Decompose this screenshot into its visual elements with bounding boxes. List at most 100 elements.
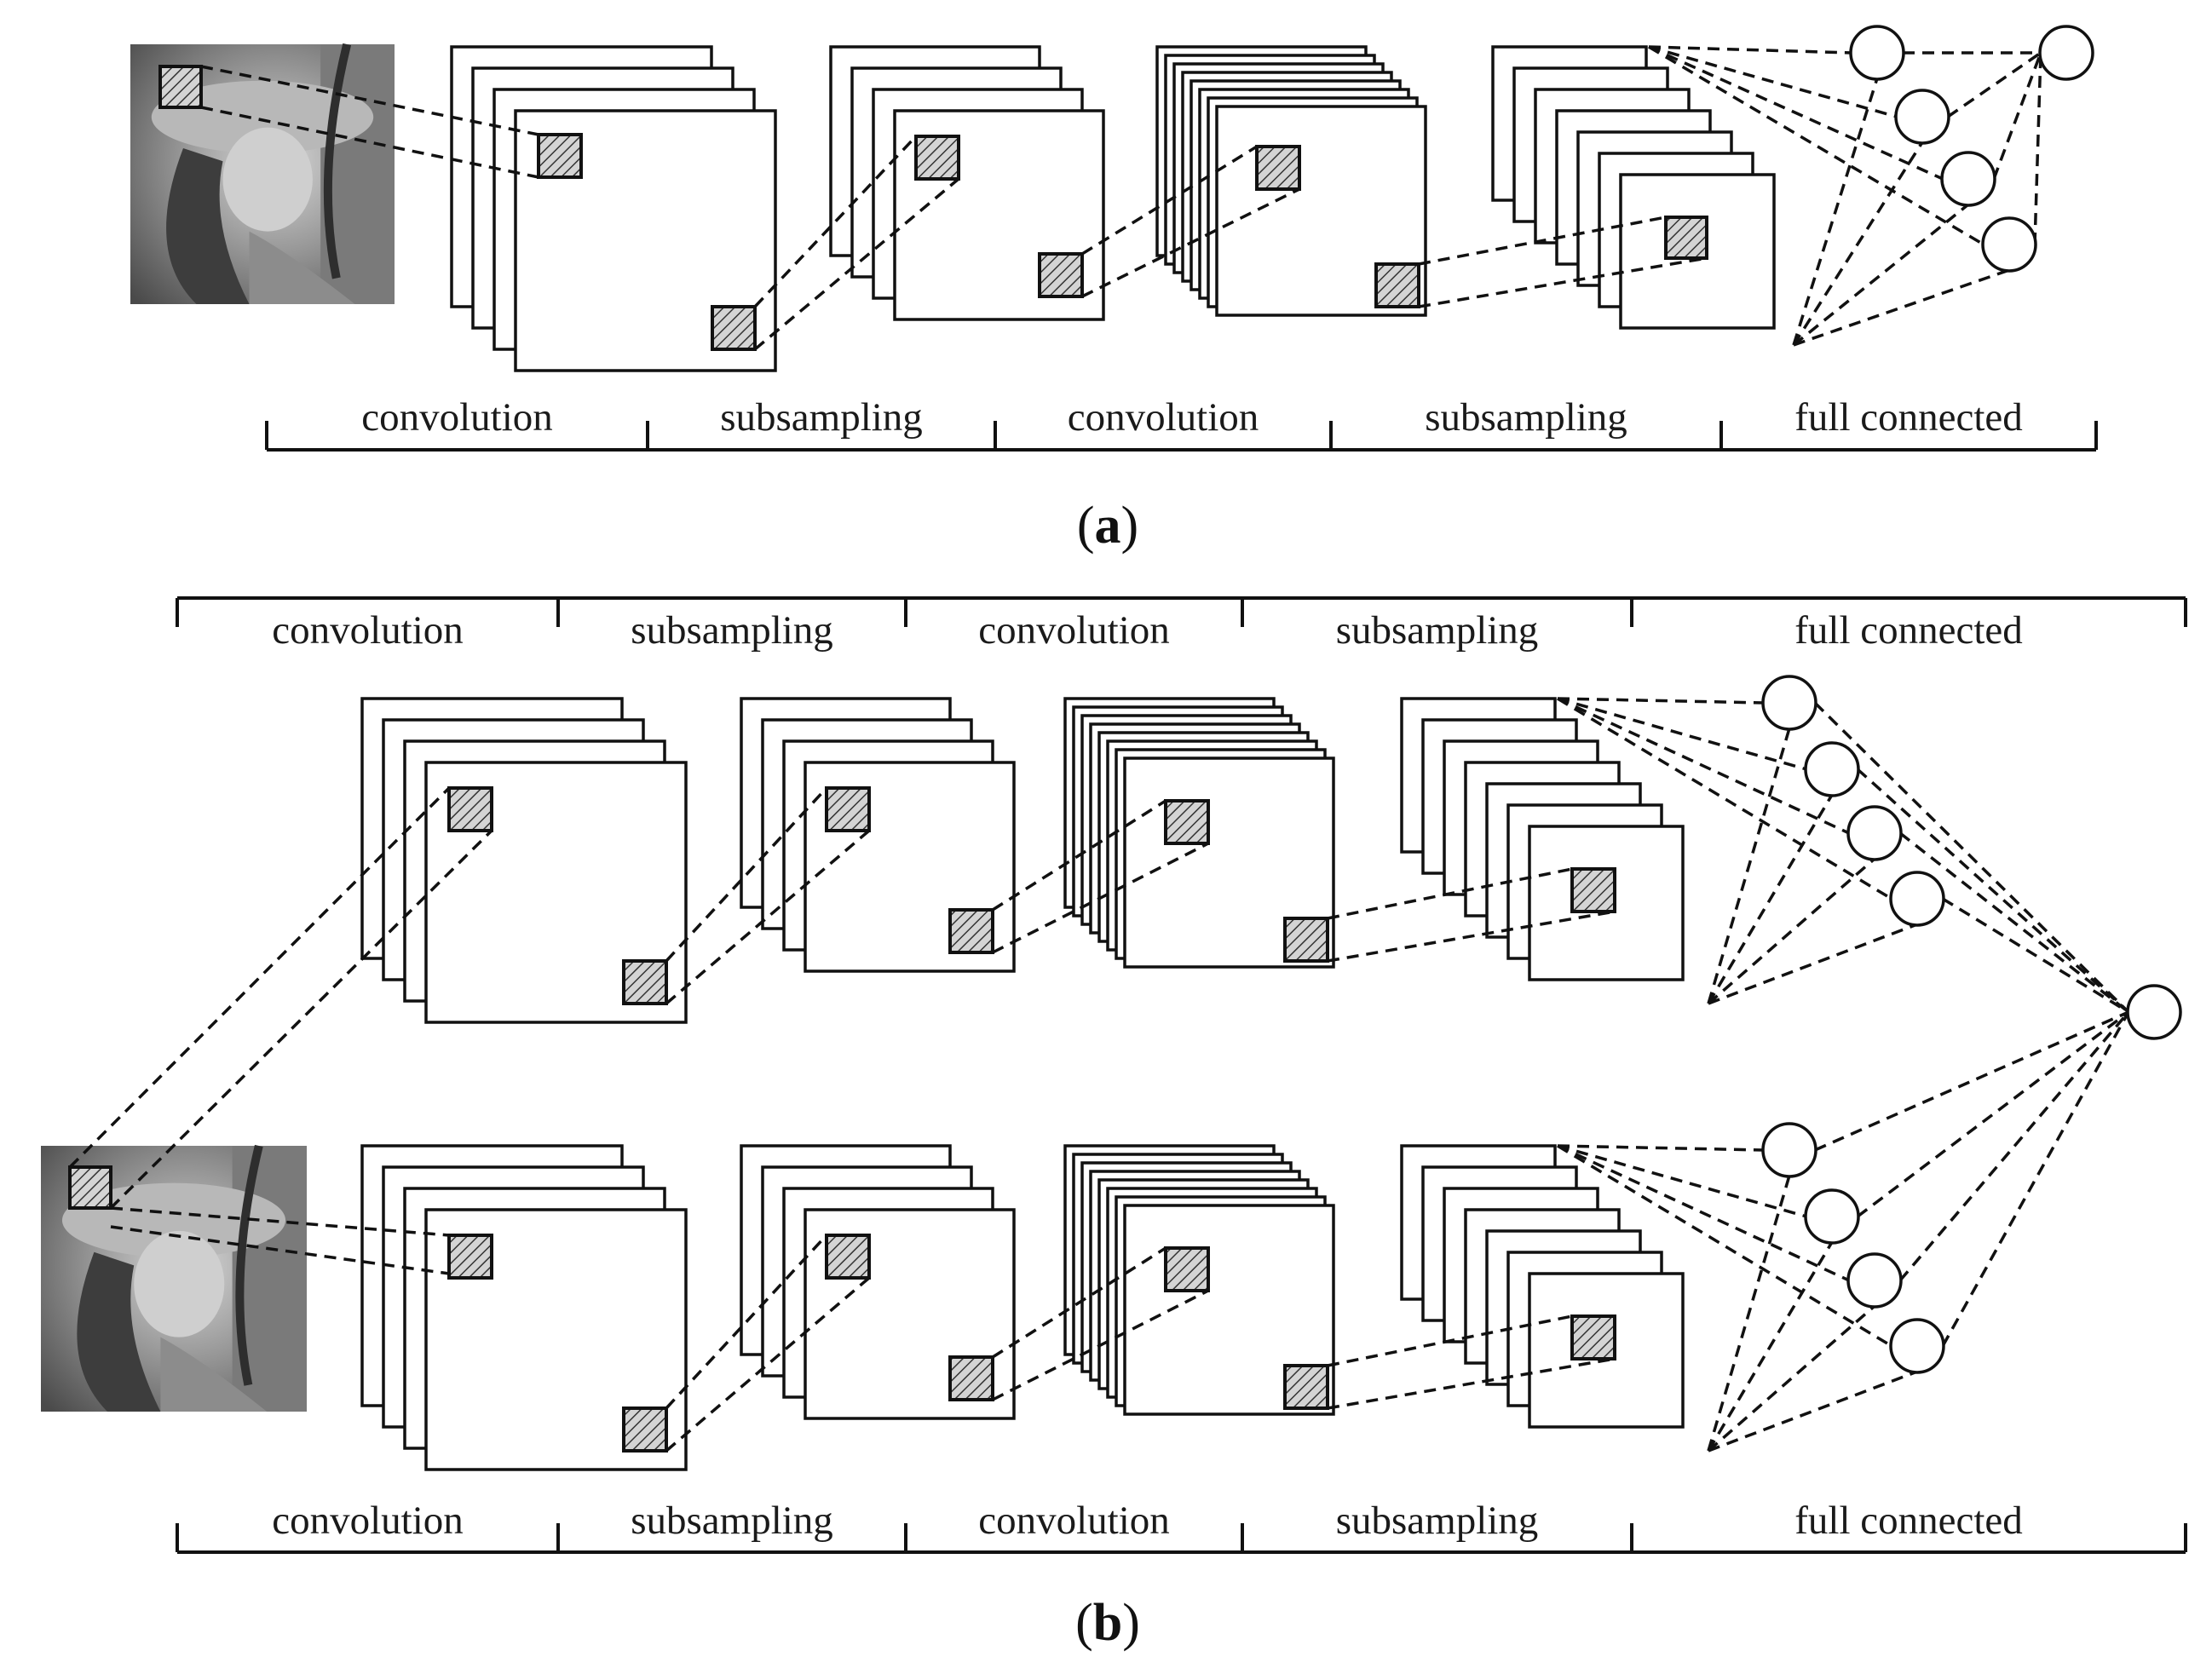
connection-line: [1648, 45, 1898, 118]
image-face: [134, 1230, 225, 1337]
connection-line: [1793, 268, 2010, 347]
patch-hatch: [827, 788, 869, 831]
patch-hatch: [1285, 1366, 1328, 1408]
connection-line: [1708, 1370, 1918, 1453]
receptive-field-patch: [825, 1234, 871, 1280]
connection-line: [1707, 1175, 1791, 1452]
connection-line: [110, 1225, 450, 1275]
segment-label: convolution: [272, 1499, 464, 1543]
receptive-field-patch: [1038, 252, 1084, 298]
connection-line: [1707, 794, 1834, 1004]
image-edge: [323, 43, 352, 279]
image-hair: [77, 1251, 161, 1412]
connection-line: [1898, 1010, 2130, 1282]
segment-label: convolution: [978, 1499, 1170, 1543]
neuron: [1846, 1252, 1903, 1309]
patch-border: [1374, 262, 1420, 308]
connection-line: [1648, 45, 1944, 181]
patch-border: [1570, 867, 1616, 913]
neuron: [1761, 1122, 1817, 1178]
branch-bottom: [360, 1010, 2130, 1471]
connection-line: [1081, 187, 1300, 298]
receptive-field-patch: [948, 1355, 994, 1401]
connection-line: [1648, 45, 1852, 55]
connection-line: [110, 1206, 450, 1237]
patch-border: [711, 305, 757, 351]
segment-label: full connected: [1794, 395, 2023, 440]
receptive-field-patch: [537, 133, 583, 179]
receptive-field-patch: [447, 1234, 493, 1280]
neuron: [1804, 1188, 1860, 1245]
image-hat: [151, 80, 374, 154]
receptive-field-patch: [1570, 1314, 1616, 1360]
receptive-field-patch: [1283, 1364, 1329, 1410]
connection-line: [1792, 78, 1879, 346]
patch-border: [537, 133, 583, 179]
patch-border: [1570, 1314, 1616, 1360]
patch-border: [1664, 216, 1708, 260]
patch-border: [447, 786, 493, 832]
connection-line: [1327, 1314, 1573, 1367]
patch-border: [158, 65, 203, 109]
receptive-field-patch: [622, 1407, 668, 1453]
connection-line: [68, 786, 451, 1169]
patch-border: [622, 1407, 668, 1453]
connection-line: [665, 829, 871, 1005]
connection-line: [2033, 52, 2042, 245]
input-image: [130, 43, 395, 304]
neuron: [1894, 89, 1950, 145]
connection-line: [1081, 145, 1258, 256]
patch-border: [1038, 252, 1084, 298]
segment-label: convolution: [978, 608, 1170, 653]
subsample2-maps: [1400, 1144, 1685, 1429]
patch-hatch: [712, 307, 755, 349]
image-face: [222, 127, 313, 232]
patch-hatch: [539, 135, 581, 177]
segment-label: convolution: [1068, 395, 1259, 440]
receptive-field-patch: [622, 959, 668, 1005]
receptive-field-patch: [158, 65, 203, 109]
subsample1-maps: [740, 697, 1016, 973]
receptive-field-patch: [1164, 1246, 1210, 1292]
patch-border: [68, 1165, 112, 1210]
patch-hatch: [160, 66, 201, 107]
image-shoulder: [249, 231, 355, 304]
patch-hatch: [624, 961, 666, 1004]
receptive-field-patch: [1255, 145, 1301, 191]
connection-line: [1707, 728, 1791, 1004]
patch-border: [1255, 145, 1301, 191]
connection-line: [1941, 1011, 2130, 1347]
connection-line: [1992, 52, 2042, 180]
patch-hatch: [1257, 147, 1299, 189]
receptive-field-patch: [68, 1165, 112, 1210]
connection-line: [1648, 45, 1984, 246]
connection-line: [665, 1234, 828, 1410]
connection-line: [1418, 216, 1667, 266]
neuron: [1889, 871, 1945, 927]
image-edge: [235, 1144, 263, 1386]
segment-label: full connected: [1794, 608, 2023, 653]
connection-line: [665, 786, 828, 963]
patch-hatch: [1572, 1316, 1615, 1359]
patch-hatch: [449, 1235, 492, 1278]
segment-label: subsampling: [720, 395, 923, 440]
patch-hatch: [1572, 869, 1615, 912]
receptive-field-patch: [1664, 216, 1708, 260]
patch-hatch: [1666, 217, 1707, 258]
connection-line: [1792, 141, 1924, 346]
segment-label: subsampling: [1336, 608, 1539, 653]
connection-line: [1327, 910, 1616, 963]
connection-line: [1557, 697, 1892, 900]
panel-a-label: (a): [1077, 497, 1138, 555]
patch-hatch: [916, 136, 959, 179]
connection-line: [1557, 697, 1807, 771]
receptive-field-patch: [948, 908, 994, 954]
connection-line: [1707, 1241, 1834, 1452]
neuron: [1761, 675, 1817, 731]
neuron: [2038, 25, 2094, 81]
patch-border: [1283, 1364, 1329, 1410]
connection-line: [753, 177, 960, 351]
receptive-field-patch: [914, 135, 960, 181]
